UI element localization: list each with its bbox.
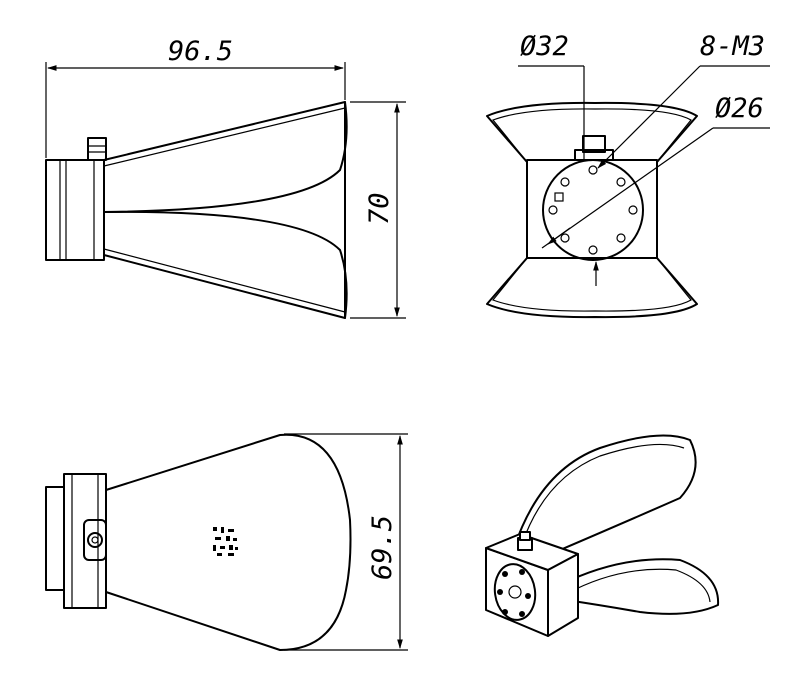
dim-height-label: 70 — [364, 192, 395, 225]
front-view — [486, 101, 698, 319]
dim-diameter-inner: Ø26 — [541, 93, 770, 249]
dim-diameter-outer-label: Ø32 — [520, 31, 569, 62]
dim-diameter-outer: Ø32 — [518, 31, 599, 286]
dim-thread: 8-M3 — [597, 31, 770, 169]
top-view — [45, 433, 352, 651]
dim-diameter-inner-label: Ø26 — [715, 93, 764, 124]
dim-height-bottom-label: 69.5 — [367, 515, 398, 580]
label-patch — [213, 527, 238, 556]
dim-thread-label: 8-M3 — [700, 31, 765, 62]
dim-length: 96.5 — [45, 36, 346, 158]
dim-length-label: 96.5 — [168, 36, 233, 67]
dim-height-bottom: 69.5 — [284, 433, 408, 651]
iso-view — [485, 434, 720, 637]
dim-height: 70 — [350, 101, 406, 319]
side-view — [45, 101, 348, 319]
